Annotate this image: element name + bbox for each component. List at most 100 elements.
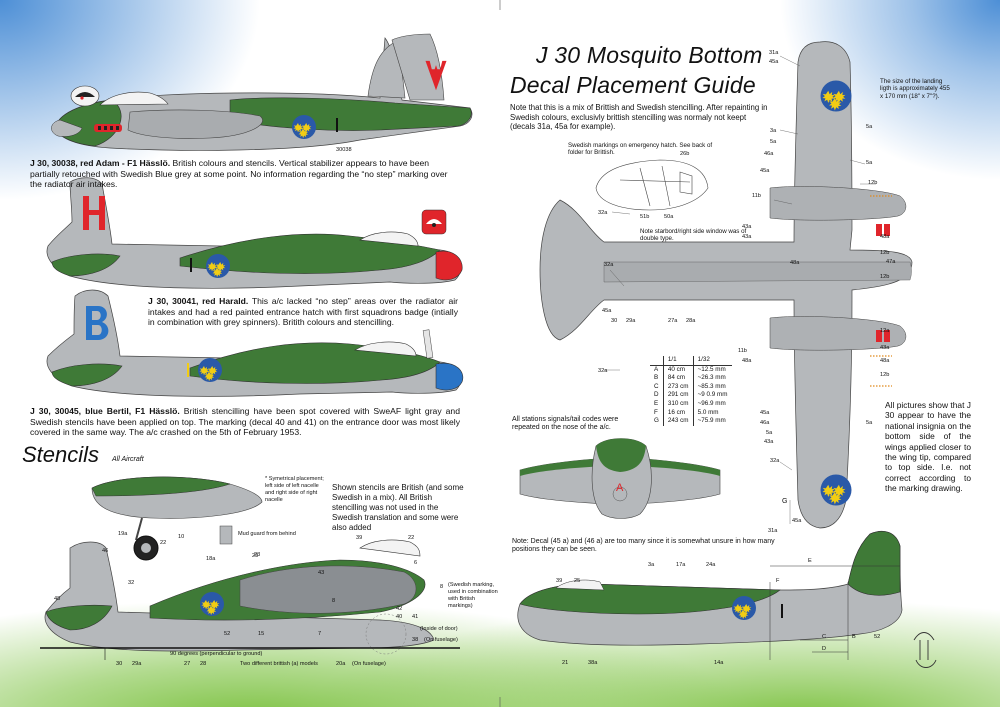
- callout: 42: [396, 606, 403, 612]
- callout: 28: [200, 661, 207, 667]
- callout: 48a: [880, 234, 890, 240]
- callout: 48a: [880, 358, 890, 364]
- callout: 30: [611, 318, 618, 324]
- hatch-label-50a: 50a: [664, 214, 674, 220]
- callout: 28a: [686, 318, 696, 324]
- swedish-marking-note: (Swedish marking, used in combination wi…: [448, 582, 498, 609]
- guide-note: Note that this is a mix of Brittish and …: [510, 103, 768, 132]
- callout: 38: [412, 637, 419, 643]
- callout: 19a: [118, 531, 128, 537]
- callout: 12b: [880, 250, 890, 256]
- ninety-degrees-note: 90 degrees (perpendicular to ground): [170, 651, 263, 657]
- callout: 11b: [752, 193, 761, 199]
- callout: 8: [332, 598, 336, 604]
- emergency-hatch-sketch: [595, 159, 709, 211]
- callout: 22: [408, 535, 415, 541]
- callout: 3a: [648, 562, 655, 568]
- callout: 12b: [880, 372, 890, 378]
- callout: 5a: [866, 124, 873, 130]
- callout: 12a: [880, 328, 890, 334]
- callout: 38a: [588, 660, 598, 666]
- callout: 47a: [886, 259, 896, 265]
- callout: 46: [102, 548, 109, 554]
- on-fuselage-note: (On fuselage): [424, 637, 458, 643]
- callout: 39: [356, 535, 363, 541]
- aircraft-30045-side-view: [46, 289, 464, 397]
- callout: 45a: [602, 308, 612, 314]
- callout: 11b: [738, 348, 747, 354]
- callout: 5a: [770, 139, 777, 145]
- ac3-caption: J 30, 30045, blue Bertil, F1 Hässlö. Bri…: [30, 406, 460, 437]
- mud-guard-note: Mud guard from behind: [238, 531, 296, 537]
- callout: 43a: [742, 224, 752, 230]
- stencil-side-view: [40, 539, 460, 660]
- callout: 32a: [604, 262, 614, 268]
- hatch-label-51b: 51b: [640, 214, 650, 220]
- two-models-note: Two different brittish (a) models: [240, 661, 318, 667]
- callout: 24a: [706, 562, 716, 568]
- callout: 41: [412, 614, 419, 620]
- callout: 27: [184, 661, 191, 667]
- ac1-serial: 30038: [336, 147, 352, 153]
- aircraft-30041-side-view: [46, 177, 463, 289]
- callout: 43a: [764, 439, 774, 445]
- callout: 18a: [206, 556, 216, 562]
- callout: 21: [562, 660, 569, 666]
- callout: 12b: [868, 180, 878, 186]
- window-note: Note starbord/right side window was of d…: [640, 228, 747, 243]
- callout: 15: [258, 631, 265, 637]
- front-view-code: A: [616, 482, 624, 494]
- callout: 3a: [770, 128, 777, 134]
- callout: 20a: [336, 661, 346, 667]
- landing-light-note: The size of the landing ligth is approxi…: [880, 78, 950, 100]
- ac1-caption: J 30, 30038, red Adam - F1 Hässlö. Briti…: [30, 158, 448, 189]
- callout: 52: [874, 634, 881, 640]
- callout: 10: [178, 534, 185, 540]
- insignia-note: All pictures show that J 30 appear to ha…: [885, 400, 971, 494]
- callout: 52: [224, 631, 231, 637]
- callout: 30: [116, 661, 123, 667]
- stencils-subtitle: All Aircraft: [112, 456, 144, 463]
- callout: 48a: [790, 260, 800, 266]
- callout: 29a: [626, 318, 636, 324]
- callout: 12b: [880, 274, 890, 280]
- callout: 40: [396, 614, 403, 620]
- callout: 45a: [769, 59, 779, 65]
- front-view: [519, 438, 721, 519]
- callout: 32a: [598, 368, 608, 374]
- decal-note: Note: Decal (45 a) and (46 a) are too ma…: [512, 538, 775, 554]
- callout: 32: [128, 580, 135, 586]
- callout: 45a: [792, 518, 802, 524]
- dim-label: C: [822, 634, 827, 640]
- callout: 6: [414, 560, 418, 566]
- stencil-nacelle-view: [91, 476, 263, 561]
- callout: 32a: [770, 458, 780, 464]
- dim-label: E: [808, 558, 812, 564]
- callout: 23: [252, 553, 259, 559]
- callout: 43a: [880, 345, 890, 351]
- callout: 8: [440, 584, 444, 590]
- symmetric-note: * Symetrical placement; left side of lef…: [265, 476, 324, 503]
- callout: 46a: [764, 151, 774, 157]
- callout: 5a: [766, 430, 773, 436]
- callout: 5a: [866, 160, 873, 166]
- stencils-title: Stencils: [22, 442, 100, 467]
- callout: 39: [556, 578, 563, 584]
- guide-title-line2: Decal Placement Guide: [510, 72, 756, 98]
- callout: 25: [574, 578, 581, 584]
- aircraft-30038-side-view: [51, 33, 473, 151]
- shown-stencils-note: Shown stencils are British (and some Swe…: [332, 483, 464, 532]
- on-fuselage-note-2: (On fuselage): [352, 661, 386, 667]
- callout: 45a: [760, 168, 770, 174]
- dim-label: D: [822, 646, 827, 652]
- callout: 23: [254, 552, 261, 558]
- callout: 22: [160, 540, 167, 546]
- callout: 5a: [866, 420, 873, 426]
- guide-title-line1: J 30 Mosquito Bottom: [536, 42, 763, 68]
- callout: 46a: [760, 420, 770, 426]
- callout: 45a: [760, 410, 770, 416]
- callout: 48: [54, 596, 61, 602]
